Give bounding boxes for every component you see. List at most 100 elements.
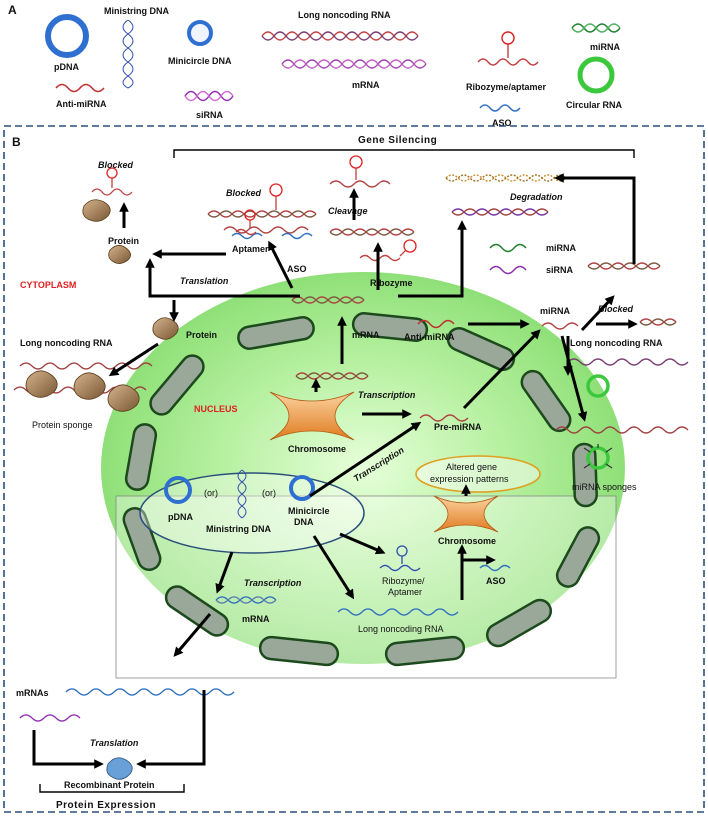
recombinant-protein-label: Recombinant Protein <box>64 780 155 790</box>
ribozyme-label: Ribozyme <box>370 278 413 288</box>
legend-mrna-label: mRNA <box>352 80 380 90</box>
pre-mirna-label: Pre-miRNA <box>434 422 482 432</box>
lncrna-label-right: Long noncoding RNA <box>570 338 663 348</box>
legend-ribozyme-label: Ribozyme/aptamer <box>466 82 547 92</box>
legend-sirna-label: siRNA <box>196 110 224 120</box>
protein-blob-icon <box>82 199 111 222</box>
minicircle-label-1: Minicircle <box>288 506 330 516</box>
mirna-target-mrna-icon <box>587 262 661 270</box>
protein-sponge-label: Protein sponge <box>32 420 93 430</box>
mrna-label-bottom: mRNA <box>242 614 270 624</box>
mirna-strand-icon <box>541 322 579 330</box>
mirna-duplex-icon <box>571 23 621 33</box>
gene-silencing-title: Gene Silencing <box>358 135 437 146</box>
ribozyme-aptamer-icon <box>477 31 539 66</box>
nucleus <box>101 272 625 664</box>
blocked-mrna-right-icon <box>639 318 677 326</box>
minicircle-label-2: DNA <box>294 517 314 527</box>
lncrna-strand-icon <box>337 608 459 616</box>
altered-expression-line1: Altered gene <box>446 462 497 472</box>
mrna-strand-icon <box>215 596 277 604</box>
chromosome-icon <box>269 391 355 441</box>
vector-oval <box>139 472 365 554</box>
lncrna-strand-icon <box>567 358 689 366</box>
mirna-label-junction: miRNA <box>540 306 571 316</box>
sirna-strand-icon <box>489 265 527 275</box>
mrnas-label: mRNAs <box>16 688 49 698</box>
anti-mirna-label: Anti-miRNA <box>404 332 455 342</box>
degradation-complex-icon <box>445 174 567 182</box>
mirna-label-right: miRNA <box>546 243 577 253</box>
recombinant-protein-icon <box>106 757 133 780</box>
legend-lncrna-label: Long noncoding RNA <box>298 10 391 20</box>
legend-mirna-label: miRNA <box>590 42 621 52</box>
sirna-label-right: siRNA <box>546 265 574 275</box>
aptamer-icon <box>235 209 257 236</box>
aptamer-label: Aptamer <box>232 244 269 254</box>
minicircle-ring-icon <box>187 20 213 46</box>
lncrna-label-bottom: Long noncoding RNA <box>358 624 444 634</box>
pdna-ring-icon <box>45 14 89 58</box>
blocked-ribozyme-topleft-icon <box>91 167 133 196</box>
ministring-label-nucleus: Ministring DNA <box>206 524 271 534</box>
pdna-label-nucleus: pDNA <box>168 512 193 522</box>
ribozyme-aptamer-icon <box>379 545 421 572</box>
transcription-label-top: Transcription <box>358 390 416 400</box>
cleavage-mrna-icon <box>329 228 415 236</box>
aso-strand-icon <box>479 104 521 112</box>
chromosome-label-center: Chromosome <box>288 444 346 454</box>
transcription-label-bottom: Transcription <box>244 578 302 588</box>
ribozyme-aptamer-label-2: Aptamer <box>388 587 422 597</box>
protein-label-mid: Protein <box>186 330 217 340</box>
altered-expression-line2: expression patterns <box>430 474 509 484</box>
mrna-strand-icon <box>281 59 427 69</box>
ministring-dna-icon <box>122 19 134 89</box>
aso-label-bottom: ASO <box>486 576 506 586</box>
blocked-mrna-complex-icon <box>207 183 317 240</box>
altered-expression-oval <box>415 455 541 493</box>
protein-blob-icon <box>152 317 179 340</box>
legend-ministring-label: Ministring DNA <box>104 6 169 16</box>
sirna-duplex-icon <box>184 90 234 102</box>
translation-label-bottom: Translation <box>90 738 139 748</box>
cleavage-complex-icon <box>329 155 391 188</box>
mirna-sponge-icon <box>583 444 613 470</box>
mrna-strand-icon <box>19 714 81 722</box>
pdna-ring-icon <box>164 476 192 504</box>
cytoplasmic-mrna-icon <box>291 296 365 304</box>
pathway-arrows <box>32 173 638 769</box>
aso-label-top: ASO <box>287 264 307 274</box>
mrna-label-nucleus: mRNA <box>352 330 380 340</box>
protein-expression-bracket <box>39 784 185 793</box>
mirna-strand-icon <box>489 243 527 253</box>
chromosome-icon <box>433 495 499 533</box>
protein-sponge-icon <box>25 370 140 412</box>
chromosome-label-right: Chromosome <box>438 536 496 546</box>
blocked-mrna-right-icon <box>639 318 677 326</box>
mirna-sponges-label: miRNA sponges <box>572 482 637 492</box>
lncrna-label-cyto: Long noncoding RNA <box>20 338 113 348</box>
degradation-mrna-icon <box>451 208 549 216</box>
panel-a-letter: A <box>8 3 17 17</box>
mrna-strand-icon <box>65 688 235 696</box>
nucleus-label: NUCLEUS <box>194 404 238 414</box>
protein-blob-icon <box>108 245 131 264</box>
circular-rna-ring-icon <box>577 56 615 94</box>
protein-expression-title: Protein Expression <box>56 800 156 811</box>
ribozyme-icon <box>359 239 417 262</box>
lncrna-strand-icon <box>19 362 153 370</box>
aso-strand-icon <box>281 232 313 240</box>
translation-label: Translation <box>180 276 229 286</box>
cytoplasm-label: CYTOPLASM <box>20 280 76 290</box>
anti-mirna-strand-icon <box>417 319 455 329</box>
lncrna-strand-icon <box>555 426 689 434</box>
or-label-1: (or) <box>204 488 218 498</box>
anti-mirna-strand-icon <box>55 83 105 93</box>
protein-label-top: Protein <box>108 236 139 246</box>
gene-silencing-bracket <box>173 149 635 158</box>
pre-mirna-strand-icon <box>419 414 469 422</box>
mrna-strand-icon <box>215 596 277 604</box>
legend-circular-rna-label: Circular RNA <box>566 100 623 110</box>
cleavage-label: Cleavage <box>328 206 368 216</box>
